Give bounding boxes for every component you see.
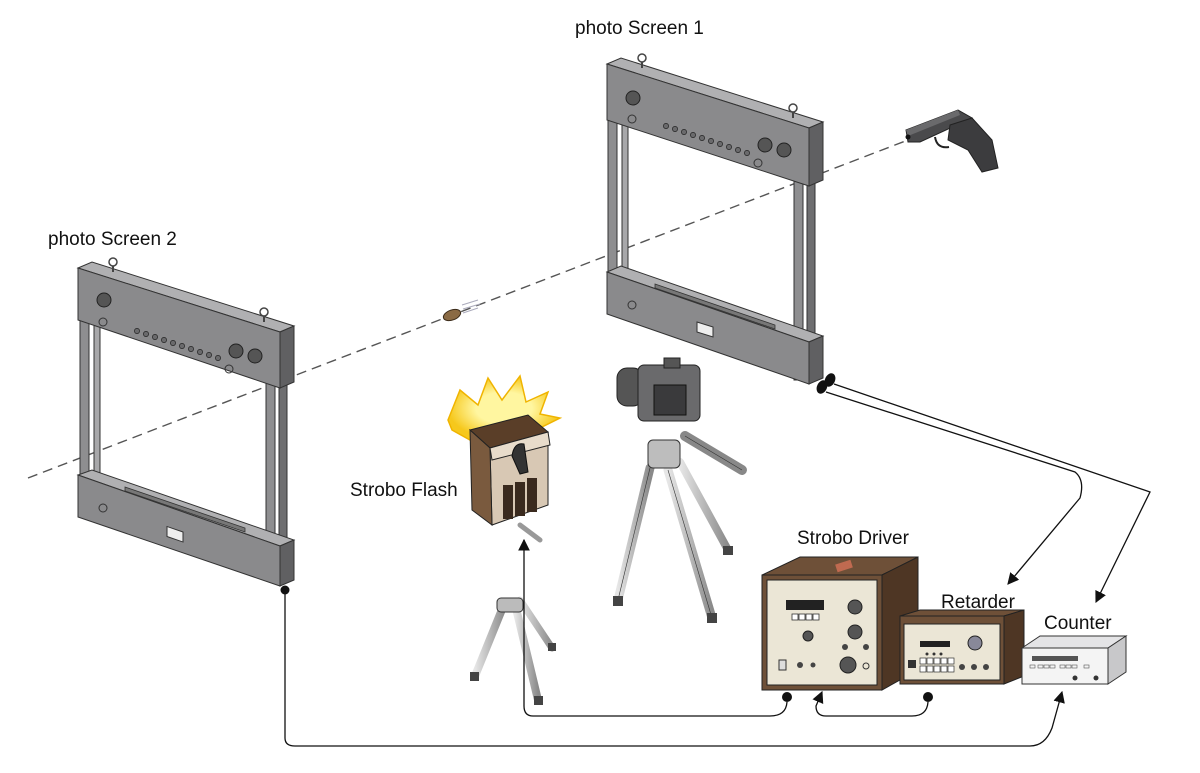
cable-screen2-to-counter (284, 594, 1065, 747)
bullet-icon (442, 299, 481, 322)
eye-bolt-icon (637, 53, 647, 68)
eye-bolt-icon (108, 257, 118, 272)
knob-icon (228, 343, 244, 359)
cable-screen1-to-counter (833, 383, 1151, 604)
connector-icon (923, 692, 933, 702)
flash-unit-icon (468, 414, 551, 527)
knob-icon (776, 142, 792, 158)
knob-icon (247, 348, 263, 364)
label-photo-screen-2: photo Screen 2 (48, 229, 177, 250)
label-counter: Counter (1044, 613, 1112, 634)
knob-icon (802, 630, 814, 642)
cable-screen1-to-retarder (825, 391, 1083, 585)
eye-bolt-icon (259, 307, 269, 322)
connector-icon (824, 373, 836, 387)
knob-icon (625, 90, 641, 106)
knob-icon (967, 635, 983, 651)
trajectory-line (27, 139, 909, 479)
label-strobo-flash: Strobo Flash (350, 480, 458, 501)
knob-icon (757, 137, 773, 153)
indicator-leds (663, 123, 750, 156)
cable-retarder-to-driver (812, 690, 929, 717)
camera-tripod (613, 357, 747, 623)
label-strobo-driver: Strobo Driver (797, 528, 909, 549)
knob-icon (839, 656, 857, 674)
knob-icon (96, 292, 112, 308)
knob-icon (847, 624, 863, 640)
label-retarder: Retarder (941, 592, 1015, 613)
knob-icon (847, 599, 863, 615)
cable-driver-to-flash (518, 538, 788, 717)
indicator-leds (134, 328, 221, 361)
connector-icon (782, 692, 792, 702)
label-photo-screen-1: photo Screen 1 (575, 18, 704, 39)
retarder-device (899, 609, 1025, 685)
strobo-driver-device (761, 556, 919, 691)
strobo-flash-tripod (447, 374, 563, 705)
photo-screen-2 (76, 257, 296, 587)
photo-screen-1 (605, 53, 825, 385)
connector-icon (280, 585, 290, 595)
camera-icon (616, 357, 701, 422)
counter-device (1020, 635, 1128, 685)
pistol-icon (905, 109, 999, 173)
eye-bolt-icon (788, 103, 798, 118)
connector-icon (816, 380, 828, 394)
